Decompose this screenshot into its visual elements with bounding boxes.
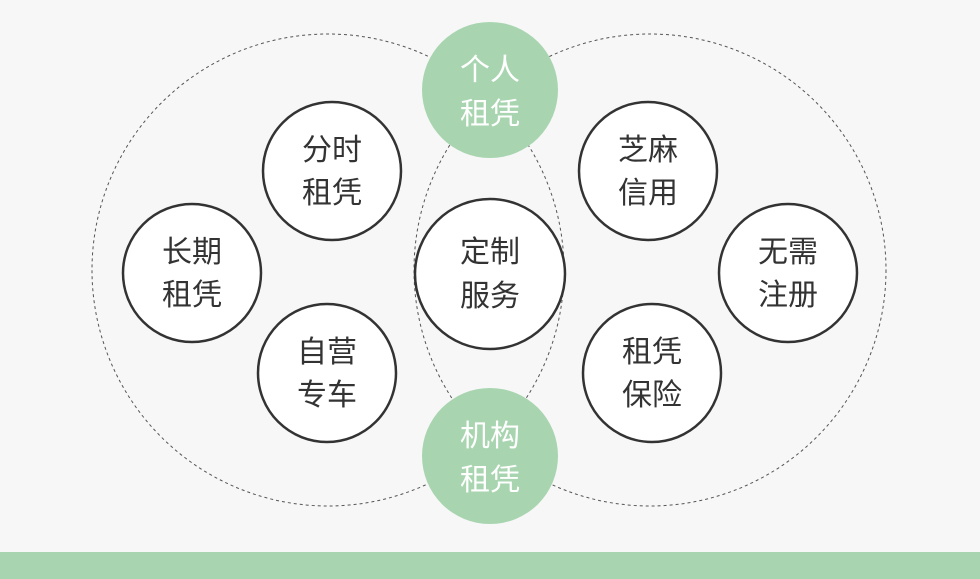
left-node-2-line1: 长期 [162,235,222,270]
service-diagram: 个人 租凭 机构 租凭 定制 服务 分时 租凭 长期 租凭 自营 专车 芝麻 信… [91,22,887,524]
left-node-3-line1: 自营 [297,335,357,370]
right-node-1-line2: 信用 [618,176,678,211]
left-node-selfrun: 自营 专车 [256,302,398,444]
right-node-3-line2: 保险 [622,378,682,413]
right-dashed-ellipse [413,33,887,507]
hub-bottom-line2: 租凭 [460,463,520,498]
center-custom-service: 定制 服务 [413,197,567,351]
center-line1: 定制 [460,235,520,270]
right-node-insurance: 租凭 保险 [581,302,723,444]
hub-personal-rental: 个人 租凭 [422,22,558,158]
right-node-noregister: 无需 注册 [717,202,859,344]
center-line2: 服务 [460,279,520,314]
right-node-2-line2: 注册 [758,278,818,313]
right-node-1-line1: 芝麻 [618,133,678,168]
left-node-2-line2: 租凭 [162,278,222,313]
right-node-3-line1: 租凭 [622,335,682,370]
left-node-1-line1: 分时 [302,133,362,168]
left-node-1-line2: 租凭 [302,176,362,211]
hub-institution-rental: 机构 租凭 [422,388,558,524]
left-node-3-line2: 专车 [297,378,357,413]
hub-top-line1: 个人 [460,53,520,88]
bottom-green-bar [0,552,980,579]
right-node-2-line1: 无需 [758,235,818,270]
hub-top-line2: 租凭 [460,97,520,132]
left-node-timeshare: 分时 租凭 [261,100,403,242]
right-node-sesame: 芝麻 信用 [577,100,719,242]
hub-bottom-line1: 机构 [460,419,520,454]
left-node-longterm: 长期 租凭 [121,202,263,344]
